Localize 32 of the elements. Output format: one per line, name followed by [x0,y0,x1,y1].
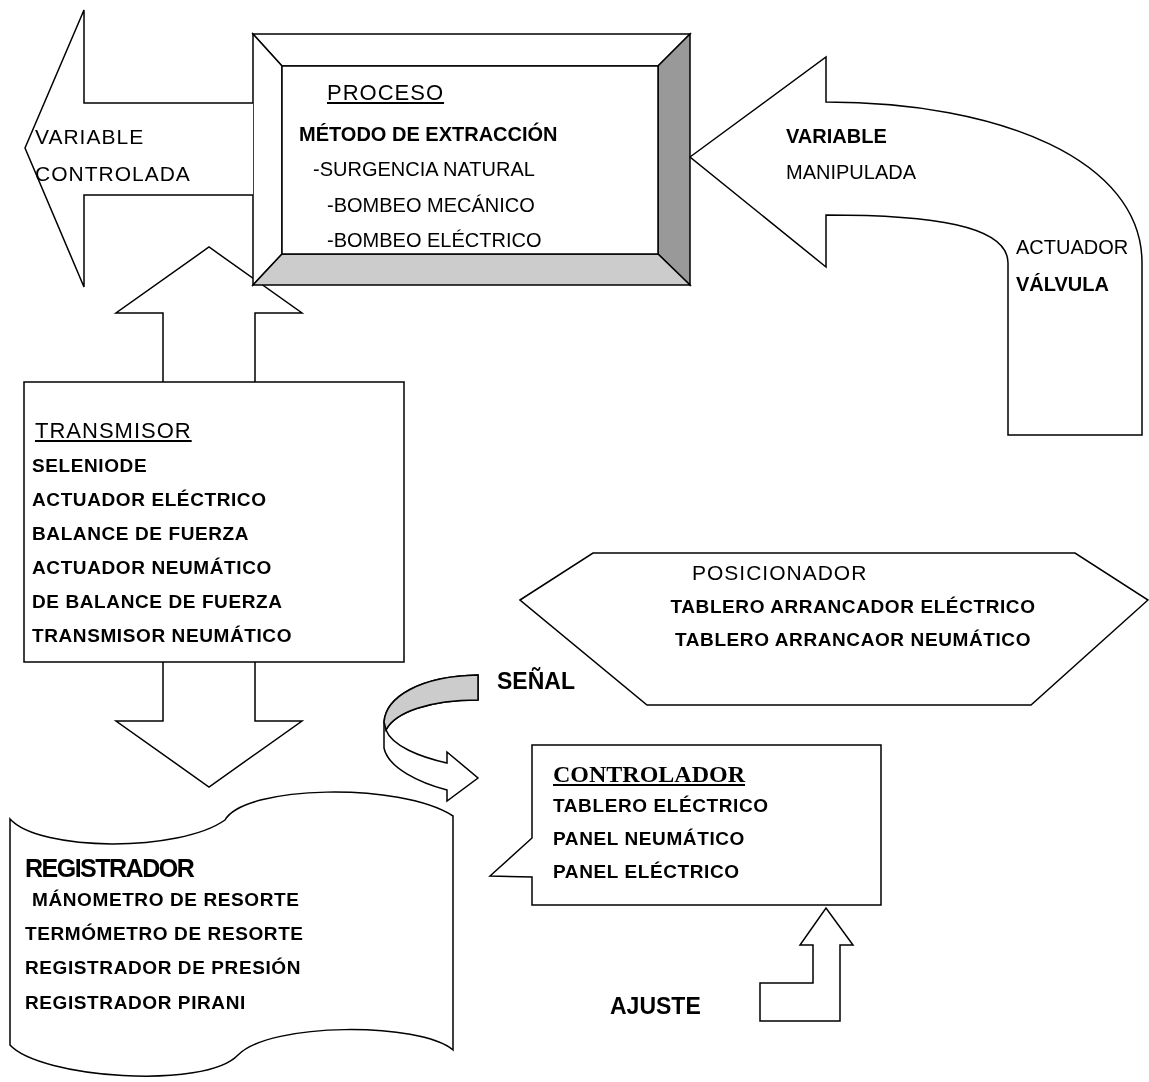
block-arrow [113,246,305,383]
list-item: -SURGENCIA NATURAL [313,157,535,181]
list-item: TRANSMISOR NEUMÁTICO [32,625,293,648]
edge-label: SEÑAL [497,668,575,696]
list-item: TERMÓMETRO DE RESORTE [25,923,304,946]
list-item: ACTUADOR NEUMÁTICO [32,557,272,580]
list-item: PANEL NEUMÁTICO [553,828,745,851]
box-heading: PROCESO [327,80,445,107]
list-item: ACTUADOR VÁLVULA [1016,235,1130,297]
list-item: -BOMBEO ELÉCTRICO [327,228,542,252]
list-item: REGISTRADOR DE PRESIÓN [25,957,302,980]
box-heading: REGISTRADOR [25,853,194,883]
list-item: BALANCE DE FUERZA [32,523,250,546]
bent-arrow [759,906,855,1022]
list-item: PANEL ELÉCTRICO [553,861,740,884]
box-heading: POSICIONADOR [692,560,868,586]
box-heading: VARIABLE MANIPULADA [786,124,918,185]
list-item: MÉTODO DE EXTRACCIÓN [299,122,558,146]
box-heading: CONTROLADOR [553,760,745,789]
box-heading: VARIABLE CONTROLADA [35,124,192,187]
list-item: MÁNOMETRO DE RESORTE [32,889,300,912]
box-heading: TRANSMISOR [35,418,192,445]
list-item: ACTUADOR ELÉCTRICO [32,489,267,512]
list-item: -BOMBEO MECÁNICO [327,193,535,217]
list-item: SELENIODE [32,455,148,478]
list-item: TABLERO ELÉCTRICO [553,795,769,818]
list-item: DE BALANCE DE FUERZA [32,591,283,614]
list-item: REGISTRADOR PIRANI [25,992,246,1015]
edge-label: AJUSTE [610,993,701,1021]
list-item: TABLERO ARRANCAOR NEUMÁTICO [674,629,1032,652]
list-item: TABLERO ARRANCADOR ELÉCTRICO [670,596,1036,619]
block-arrow [113,661,305,788]
